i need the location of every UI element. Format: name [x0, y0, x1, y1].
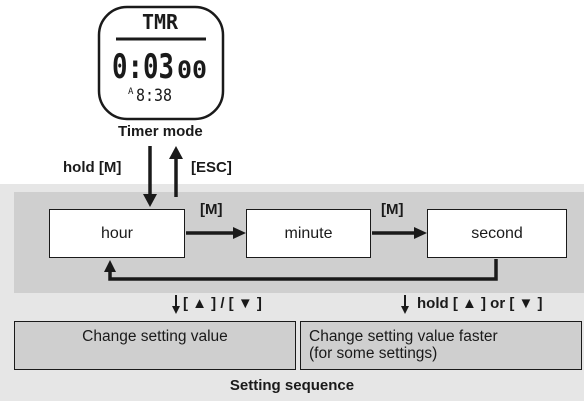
arrow-down-hold-m-icon [143, 146, 157, 207]
step-minute: minute [246, 209, 371, 258]
arrow-hour-to-minute-icon [186, 227, 246, 239]
watch-mode-label: TMR [142, 10, 179, 34]
timer-mode-label: Timer mode [118, 123, 203, 140]
arrow-down-change-icon [172, 295, 180, 314]
watch-timer-value: 0:03 [112, 47, 174, 87]
m-label-1: [M] [200, 201, 223, 218]
hold-m-label: hold [M] [63, 159, 122, 176]
watch-display-icon: TMR 0:03 00 A 8:38 [97, 5, 225, 121]
m-label-2: [M] [381, 201, 404, 218]
step-second: second [427, 209, 567, 258]
arrow-up-esc-icon [169, 146, 183, 197]
esc-label: [ESC] [191, 159, 232, 176]
action-change-fast-line2: (for some settings) [309, 345, 438, 362]
arrow-minute-to-second-icon [372, 227, 427, 239]
setting-sequence-label: Setting sequence [229, 377, 355, 394]
arrow-down-change-fast-icon [401, 295, 409, 314]
step-hour: hour [49, 209, 185, 258]
up-down-label: [ ▲ ] / [ ▼ ] [183, 295, 262, 312]
action-change-value: Change setting value [14, 321, 296, 370]
hold-up-down-label: hold [ ▲ ] or [ ▼ ] [417, 295, 543, 312]
arrow-loop-back-icon [104, 259, 498, 281]
action-change-text: Change setting value [82, 328, 228, 345]
watch-time-value: 8:38 [136, 86, 172, 106]
watch-time-prefix: A [128, 87, 134, 97]
action-change-value-faster: Change setting value faster (for some se… [300, 321, 582, 370]
watch-timer-subseconds: 00 [177, 56, 207, 84]
action-change-fast-line1: Change setting value faster [309, 328, 498, 345]
